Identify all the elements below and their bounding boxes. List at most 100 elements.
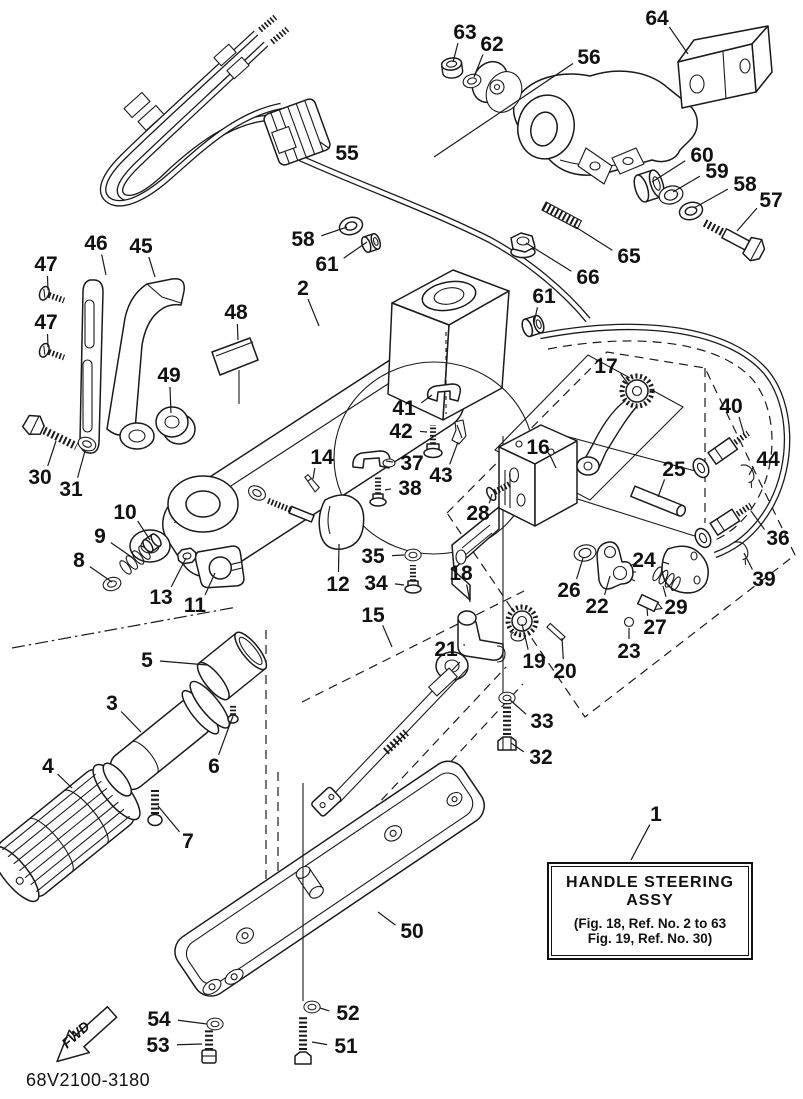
- part-40-cable-end: [692, 430, 750, 479]
- part-46-plate: [79, 279, 104, 454]
- leader-3: [120, 711, 142, 733]
- callout-59: 59: [705, 160, 728, 183]
- callout-58: 58: [291, 228, 315, 251]
- leader-12: [337, 543, 340, 573]
- callout-18: 18: [449, 562, 473, 585]
- leader-44: [748, 466, 754, 476]
- leader-32: [510, 742, 525, 753]
- leader-54: [177, 1019, 208, 1025]
- throttle-cable-run-drawing: [298, 154, 591, 323]
- callout-22: 22: [585, 595, 608, 618]
- leader-58: [693, 188, 729, 209]
- leader-14: [312, 468, 316, 480]
- part-49-bushing: [155, 406, 196, 445]
- leader-51: [311, 1041, 328, 1046]
- leader-13: [170, 557, 187, 588]
- leader-40: [738, 416, 745, 435]
- leader-4: [57, 773, 73, 789]
- part-7-screw: [147, 790, 163, 827]
- callout-39: 39: [752, 568, 775, 591]
- part-22-cam: [596, 541, 636, 590]
- part-12-friction-knob: [245, 482, 365, 550]
- part-61-bushing-left: [360, 232, 382, 254]
- callout-12: 12: [326, 573, 349, 596]
- callout-48: 48: [224, 301, 248, 324]
- callout-9: 9: [94, 525, 106, 548]
- part-63-nut: [440, 57, 464, 79]
- leader-62: [473, 54, 484, 78]
- leader-17: [620, 373, 630, 386]
- callout-42: 42: [389, 420, 412, 443]
- callout-56: 56: [577, 46, 600, 69]
- callout-24: 24: [632, 549, 656, 572]
- part-41-clamp: [426, 383, 462, 402]
- callout-49: 49: [157, 364, 180, 387]
- leader-55: [319, 141, 330, 149]
- part-52-washer: [303, 1000, 321, 1014]
- leader-5: [159, 660, 208, 666]
- leader-16: [549, 455, 557, 469]
- callout-61: 61: [532, 285, 556, 308]
- callout-21: 21: [434, 638, 458, 661]
- leader-64: [668, 26, 689, 55]
- callout-27: 27: [643, 616, 666, 639]
- callout-51: 51: [334, 1035, 358, 1058]
- part-32-bolt: [497, 703, 517, 751]
- callout-43: 43: [429, 464, 452, 487]
- leader-60: [651, 160, 686, 183]
- leader-57: [736, 207, 758, 232]
- callout-30: 30: [28, 466, 51, 489]
- part-14-pin: [304, 474, 320, 493]
- callout-52: 52: [336, 1002, 359, 1025]
- callout-5: 5: [141, 649, 153, 672]
- callout-41: 41: [392, 397, 416, 420]
- leader-33: [508, 698, 527, 715]
- leader-38: [384, 488, 392, 491]
- callout-64: 64: [645, 7, 669, 30]
- leader-42: [419, 430, 428, 433]
- leader-52: [319, 1007, 330, 1012]
- part-10-bushing: [142, 533, 162, 553]
- callout-11: 11: [184, 594, 207, 617]
- part-58-washer-left: [336, 214, 366, 238]
- callout-34: 34: [364, 572, 388, 595]
- callout-14: 14: [310, 446, 334, 469]
- leader-19: [521, 623, 529, 650]
- leader-8: [89, 566, 113, 583]
- part-28-screw: [485, 480, 513, 502]
- callout-32: 32: [529, 746, 552, 769]
- title-box: HANDLE STEERING ASSY (Fig. 18, Ref. No. …: [547, 862, 753, 960]
- leader-37: [385, 460, 394, 463]
- leader-34: [394, 583, 405, 586]
- callout-4: 4: [42, 755, 54, 778]
- leader-29: [662, 585, 667, 597]
- callout-25: 25: [662, 458, 686, 481]
- part-29-spring: [652, 566, 681, 592]
- callout-54: 54: [147, 1008, 171, 1031]
- callout-20: 20: [553, 660, 576, 683]
- part-5-collar: [196, 631, 268, 701]
- callout-29: 29: [664, 596, 687, 619]
- leader-7: [157, 805, 181, 833]
- callout-60: 60: [690, 144, 713, 167]
- part-20-pin: [546, 622, 566, 642]
- callout-38: 38: [398, 477, 422, 500]
- callout-58: 58: [733, 173, 757, 196]
- leader-61: [533, 307, 538, 324]
- callout-31: 31: [59, 478, 83, 501]
- callout-3: 3: [106, 692, 118, 715]
- callout-62: 62: [480, 33, 503, 56]
- callout-23: 23: [617, 640, 640, 663]
- leader-61: [343, 241, 368, 259]
- part-48-sticker: [211, 337, 259, 404]
- title-fig-ref-1: (Fig. 18, Ref. No. 2 to 63: [573, 916, 727, 931]
- callout-53: 53: [146, 1034, 169, 1057]
- part-19-gear: [505, 604, 539, 642]
- leader-56: [433, 63, 574, 158]
- callout-17: 17: [594, 355, 617, 378]
- leader-20: [561, 637, 564, 660]
- leader-45: [148, 256, 156, 278]
- callout-2: 2: [297, 277, 309, 300]
